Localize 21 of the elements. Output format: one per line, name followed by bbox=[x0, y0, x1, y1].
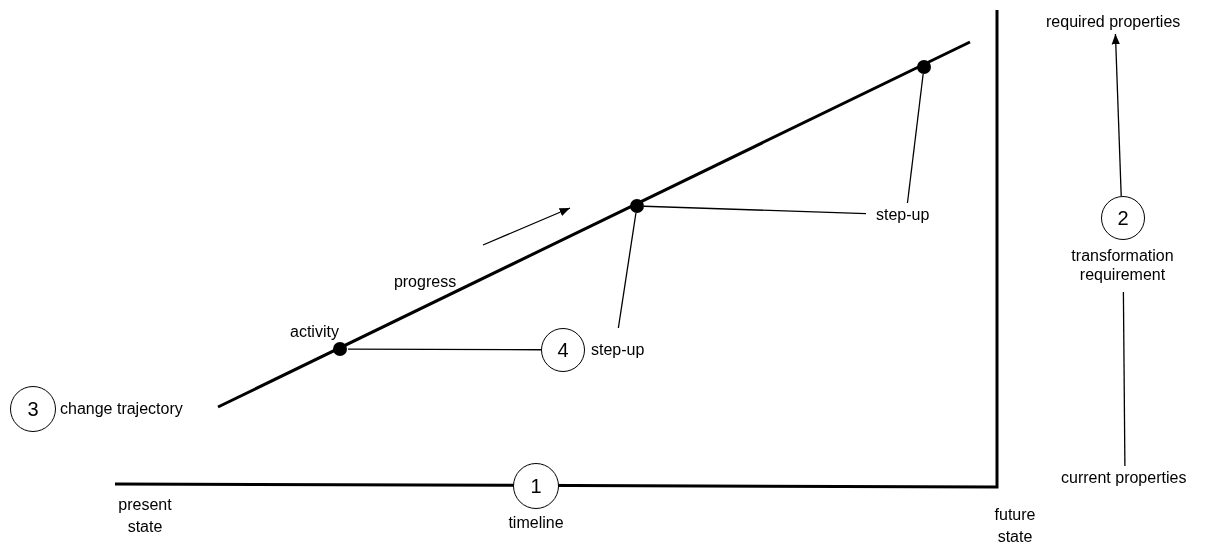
node-label: required properties bbox=[1046, 12, 1181, 31]
callout-label: activity bbox=[290, 322, 339, 341]
text-label: future state bbox=[993, 505, 1037, 547]
node-label: current properties bbox=[1061, 468, 1187, 487]
leader-line bbox=[617, 212, 637, 329]
node-label: step-up bbox=[876, 205, 930, 224]
leader-line bbox=[643, 205, 867, 215]
callout-number: 1 bbox=[513, 463, 559, 509]
callout-number: 3 bbox=[10, 386, 56, 432]
callout-label: step-up bbox=[591, 340, 645, 359]
callout-label: change trajectory bbox=[60, 399, 183, 418]
text-label: progress bbox=[392, 272, 458, 292]
callout-number: 4 bbox=[541, 328, 585, 372]
leader-line bbox=[347, 348, 542, 351]
leader-line bbox=[1122, 291, 1126, 467]
arrow bbox=[1111, 33, 1122, 197]
callout-label: timeline bbox=[507, 513, 565, 532]
leader-line bbox=[906, 73, 924, 204]
callout-number: 2 bbox=[1101, 196, 1145, 240]
text-label: present state bbox=[117, 495, 173, 537]
callout-label: transformation requirement bbox=[1070, 246, 1175, 284]
